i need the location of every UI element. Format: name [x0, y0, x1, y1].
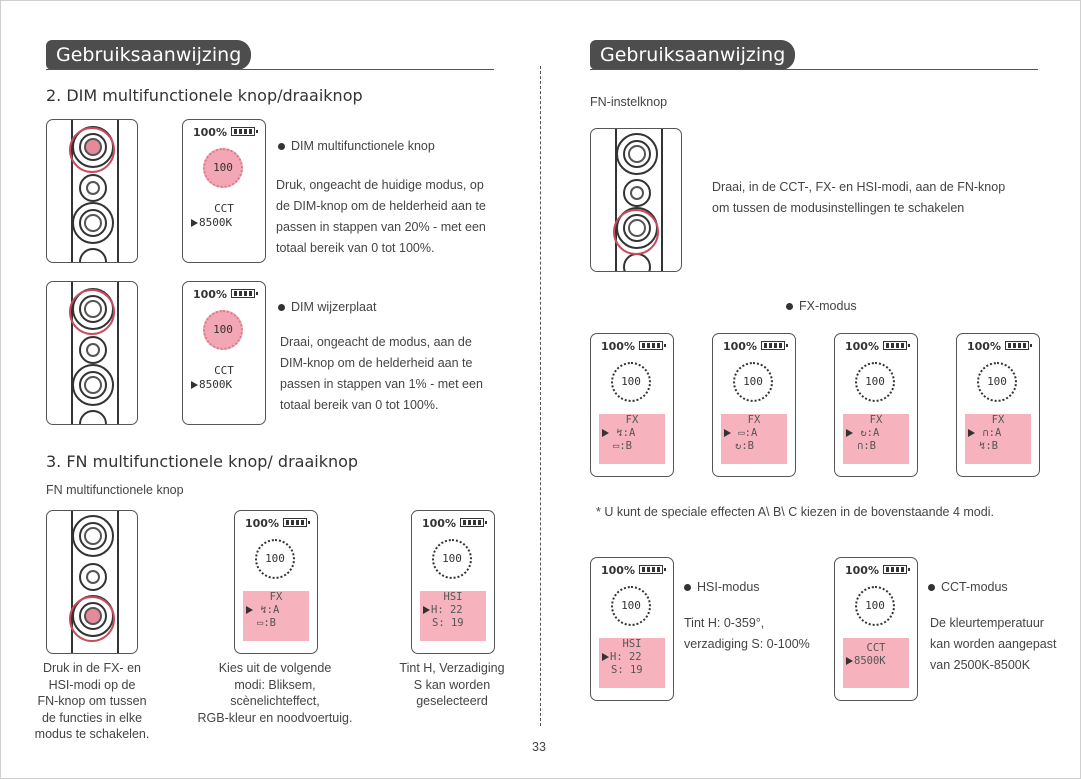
page-divider	[540, 66, 541, 726]
pointer-icon	[191, 219, 198, 227]
pointer-icon	[246, 606, 253, 614]
fx-info-box: FX ↯:A ▭:B	[599, 414, 665, 464]
lightning-icon: ↯	[260, 604, 267, 616]
pointer-icon	[724, 429, 731, 437]
brightness-dial: 100	[733, 362, 773, 402]
pointer-icon	[602, 653, 609, 661]
brightness-dial: 100	[611, 362, 651, 402]
pointer-icon	[968, 429, 975, 437]
page-number: 33	[532, 740, 546, 754]
device-fn-press	[46, 510, 138, 654]
section-2-title: 2. DIM multifunctionele knop/draaiknop	[46, 86, 363, 105]
battery-icon	[1005, 341, 1032, 350]
brightness-dial: 100	[203, 310, 243, 350]
tv-icon: ▭	[257, 617, 264, 629]
battery-icon	[883, 565, 910, 574]
battery-icon	[639, 341, 666, 350]
screen-dim-rotate: 100% 100 CCT 8500K	[182, 281, 266, 425]
fx-mode-label: FX-modus	[786, 299, 857, 313]
device-fn-rotate	[590, 128, 682, 272]
left-header-rule	[46, 69, 494, 70]
cct-mode-label: CCT-modus	[928, 580, 1008, 594]
cycle-icon: ↻	[860, 427, 867, 439]
pointer-icon	[423, 606, 430, 614]
fx-info-box: FX ↻:A ∩:B	[843, 414, 909, 464]
section-3-title: 3. FN multifunctionele knop/ draaiknop	[46, 452, 359, 471]
fx-note: * U kunt de speciale effecten A\ B\ C ki…	[596, 505, 994, 519]
fx-screen-2: 100% 100 FX ▭:A ↻:B	[712, 333, 796, 477]
dim-dial-heading: DIM wijzerplaat	[278, 300, 376, 314]
brightness-dial: 100	[855, 362, 895, 402]
pointer-icon	[846, 429, 853, 437]
brightness-dial: 100	[255, 539, 295, 579]
pointer-icon	[846, 657, 853, 665]
fx-screen-1: 100% 100 FX ↯:A ▭:B	[590, 333, 674, 477]
cct-mode-screen: 100% 100 CCT 8500K	[834, 557, 918, 701]
battery-icon	[283, 518, 310, 527]
brightness-dial: 100	[432, 539, 472, 579]
battery-icon	[761, 341, 788, 350]
fx-info-box: FX ↯:A ▭:B	[243, 591, 309, 641]
screen-hsi: 100% 100 HSI H: 22 S: 19	[411, 510, 495, 654]
siren-icon: ∩	[857, 440, 864, 452]
fn-setting-title: FN-instelknop	[590, 95, 668, 109]
battery-icon	[231, 127, 258, 136]
battery-icon	[639, 565, 666, 574]
right-header: Gebruiksaanwijzing	[590, 40, 796, 70]
cycle-icon: ↻	[735, 440, 742, 452]
hsi-mode-label: HSI-modus	[684, 580, 760, 594]
asterisk-icon: *	[596, 505, 605, 519]
battery-icon	[231, 289, 258, 298]
fn-setting-text: Draai, in de CCT-, FX- en HSI-modi, aan …	[712, 180, 1006, 215]
brightness-dial: 100	[203, 148, 243, 188]
device-dim-rotate	[46, 281, 138, 425]
device-dim-press	[46, 119, 138, 263]
right-header-rule	[590, 69, 1038, 70]
hsi-mode-text: Tint H: 0-359°,verzadiging S: 0-100%	[684, 616, 810, 651]
fx-screen-4: 100% 100 FX ∩:A ↯:B	[956, 333, 1040, 477]
tv-icon: ▭	[738, 427, 745, 439]
brightness-dial: 100	[977, 362, 1017, 402]
hsi-info-box: HSI H: 22 S: 19	[599, 638, 665, 688]
hsi-mode-screen: 100% 100 HSI H: 22 S: 19	[590, 557, 674, 701]
lightning-icon: ↯	[979, 440, 986, 452]
fx-info-box: FX ▭:A ↻:B	[721, 414, 787, 464]
screen-fx: 100% 100 FX ↯:A ▭:B	[234, 510, 318, 654]
lightning-icon: ↯	[616, 427, 623, 439]
pointer-icon	[191, 381, 198, 389]
cct-info-box: CCT 8500K	[843, 638, 909, 688]
battery-icon	[883, 341, 910, 350]
fx-screen-3: 100% 100 FX ↻:A ∩:B	[834, 333, 918, 477]
siren-icon: ∩	[982, 427, 989, 439]
fn-subtitle: FN multifunctionele knop	[46, 483, 184, 497]
fx-info-box: FX ∩:A ↯:B	[965, 414, 1031, 464]
brightness-dial: 100	[611, 586, 651, 626]
screen-dim-press: 100% 100 CCT 8500K	[182, 119, 266, 263]
battery-icon	[460, 518, 487, 527]
hsi-info-box: HSI H: 22 S: 19	[420, 591, 486, 641]
dim-knob-heading: DIM multifunctionele knop	[278, 139, 435, 153]
tv-icon: ▭	[613, 440, 620, 452]
left-header: Gebruiksaanwijzing	[46, 40, 252, 70]
pointer-icon	[602, 429, 609, 437]
brightness-dial: 100	[855, 586, 895, 626]
